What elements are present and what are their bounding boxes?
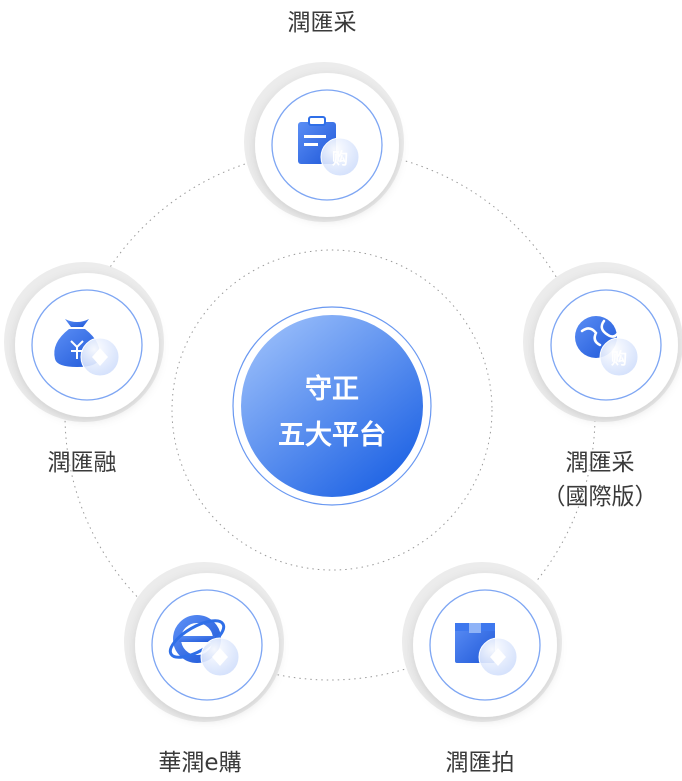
platform-node-right[interactable]: 购: [523, 262, 682, 422]
center-hub: 守正 五大平台: [232, 306, 432, 506]
label-bottom-right: 潤匯拍: [445, 750, 515, 776]
badge-bubble-icon: [478, 637, 518, 677]
node-inner-ring: [429, 589, 541, 701]
badge-bubble-icon: 购: [320, 137, 360, 177]
node-inner-ring: [271, 89, 383, 201]
node-inner-ring: [550, 289, 662, 401]
inner-orbit: [171, 249, 493, 571]
badge-bubble-icon: [80, 337, 120, 377]
label-bottom-left: 華潤e購: [158, 750, 242, 776]
badge-bubble-icon: [200, 637, 240, 677]
badge-text: 购: [332, 149, 348, 168]
hub-line-1: 守正: [305, 373, 359, 405]
platform-node-left[interactable]: [4, 262, 164, 422]
platform-node-bleft[interactable]: [124, 562, 284, 722]
hub-line-2: 五大平台: [278, 419, 386, 451]
badge-bubble-icon: 购: [599, 337, 639, 377]
node-inner-ring: [31, 289, 143, 401]
platform-node-top[interactable]: 购: [244, 62, 404, 222]
badge-text: 购: [611, 349, 627, 368]
label-top: 潤匯采: [287, 10, 357, 36]
platform-node-bright[interactable]: [402, 562, 562, 722]
label-left: 潤匯融: [47, 450, 117, 476]
label-right: 潤匯采 （國際版）: [542, 450, 658, 510]
node-inner-ring: [151, 589, 263, 701]
